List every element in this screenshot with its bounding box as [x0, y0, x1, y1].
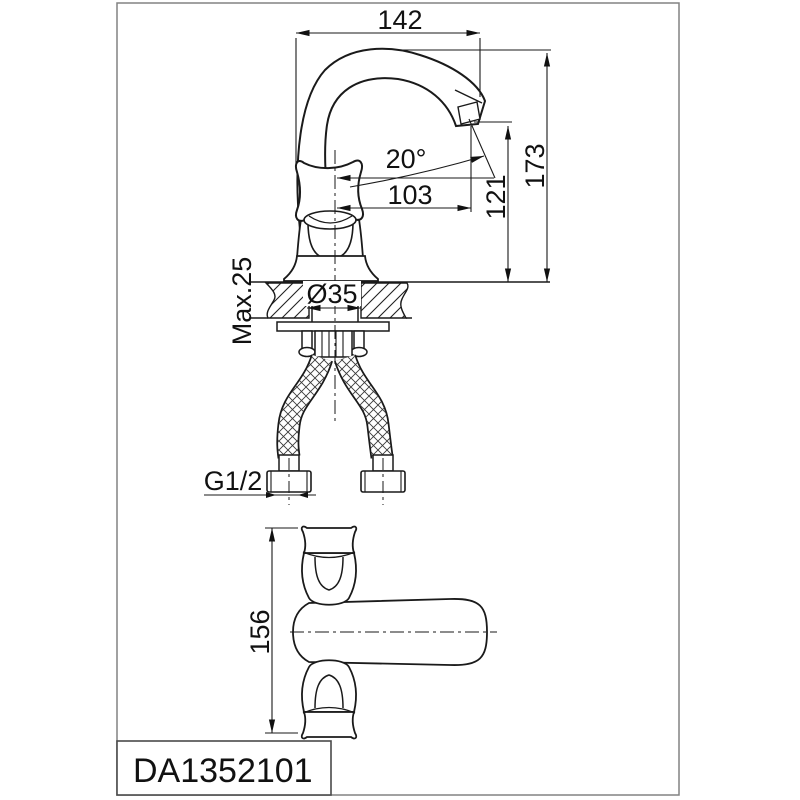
dim-text-121: 121 [481, 174, 511, 219]
dim-text-thread: G1/2 [204, 466, 263, 496]
thread-dim-arrows [266, 492, 308, 498]
dim-text-142: 142 [377, 5, 422, 35]
top-view [265, 525, 497, 740]
dimension-labels: 142 20° 103 121 173 Max.25 Ø35 G1/2 156 [204, 5, 550, 655]
hose-connector [314, 330, 353, 358]
spout [296, 47, 487, 232]
base [283, 255, 379, 282]
drawing-frame [116, 2, 680, 796]
fitting-centerlines [288, 458, 384, 505]
mounting-hardware [276, 283, 390, 358]
braided-hose-right [335, 354, 392, 459]
model-number: DA1352101 [133, 752, 313, 790]
dim-text-max25: Max.25 [227, 257, 257, 346]
countertop-section [249, 281, 550, 319]
dim-text-hole-diameter: Ø35 [306, 279, 357, 309]
dim-text-20deg: 20° [386, 144, 427, 174]
angle-ref-sloped [468, 118, 496, 179]
dim-text-156: 156 [245, 609, 275, 654]
aerator [457, 101, 481, 125]
dim-text-173: 173 [520, 143, 550, 188]
angle-arc-20 [349, 155, 485, 188]
mounting-flange [276, 321, 390, 332]
top-view-dimension [265, 527, 298, 734]
nozzle-joint-line [454, 89, 483, 104]
dim-text-103: 103 [387, 180, 432, 210]
faucet-body [283, 150, 379, 422]
front-view [204, 29, 551, 505]
front-dimensions [204, 29, 551, 498]
top-view-wing-lower [300, 659, 358, 740]
deck-hatch-right [360, 282, 409, 319]
handle-collar [303, 210, 357, 230]
supply-hoses [266, 354, 406, 505]
braided-hose-left [278, 354, 332, 459]
top-view-wing-upper [300, 525, 358, 606]
title-block: DA1352101 [116, 740, 332, 796]
